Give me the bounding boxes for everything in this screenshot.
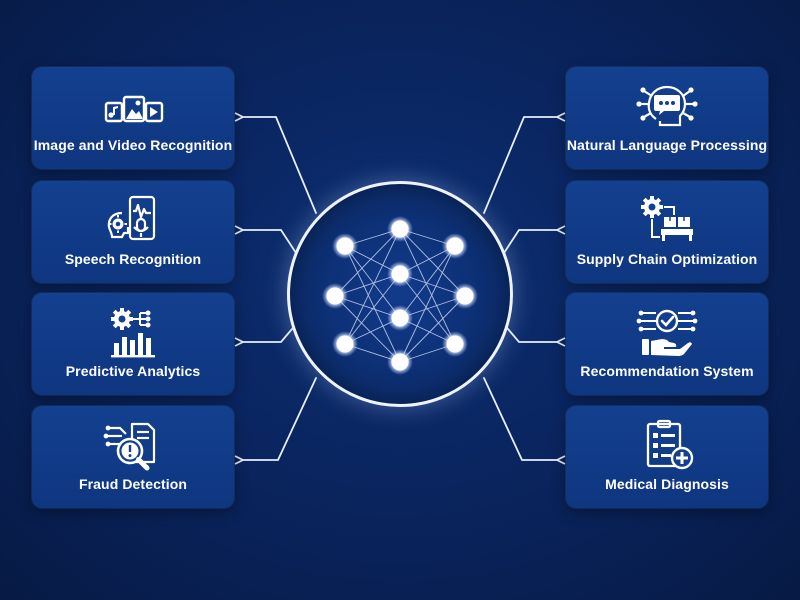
card-image-video-recognition: Image and Video Recognition (32, 67, 234, 169)
fraud-detection-icon (100, 418, 166, 476)
card-label: Natural Language Processing (566, 137, 768, 153)
card-label: Recommendation System (580, 363, 754, 379)
connector-left-2 (243, 230, 299, 257)
predictive-analytics-icon (100, 305, 166, 363)
connector-right-3 (501, 321, 557, 342)
medical-diagnosis-icon (634, 418, 700, 476)
supply-chain-icon (634, 193, 700, 251)
card-natural-language-processing: Natural Language Processing (566, 67, 768, 169)
card-label: Image and Video Recognition (33, 137, 233, 153)
card-speech-recognition: Speech Recognition (32, 181, 234, 283)
speech-recognition-icon (100, 193, 166, 251)
connector-right-2 (501, 230, 557, 257)
neural-network-hub (287, 181, 513, 407)
connector-left-1 (243, 117, 317, 214)
card-label: Predictive Analytics (65, 363, 201, 379)
card-label: Medical Diagnosis (605, 476, 729, 492)
card-fraud-detection: Fraud Detection (32, 406, 234, 508)
card-label: Fraud Detection (78, 476, 188, 492)
connector-right-4 (483, 377, 557, 460)
card-supply-chain-optimization: Supply Chain Optimization (566, 181, 768, 283)
card-predictive-analytics: Predictive Analytics (32, 293, 234, 395)
image-video-icon (100, 79, 166, 137)
card-medical-diagnosis: Medical Diagnosis (566, 406, 768, 508)
connector-left-4 (243, 377, 317, 460)
card-label: Speech Recognition (64, 251, 202, 267)
connector-right-1 (483, 117, 557, 214)
nlp-icon (634, 79, 700, 137)
neural-network-icon (322, 216, 478, 375)
card-recommendation-system: Recommendation System (566, 293, 768, 395)
card-label: Supply Chain Optimization (576, 251, 758, 267)
recommendation-icon (634, 305, 700, 363)
